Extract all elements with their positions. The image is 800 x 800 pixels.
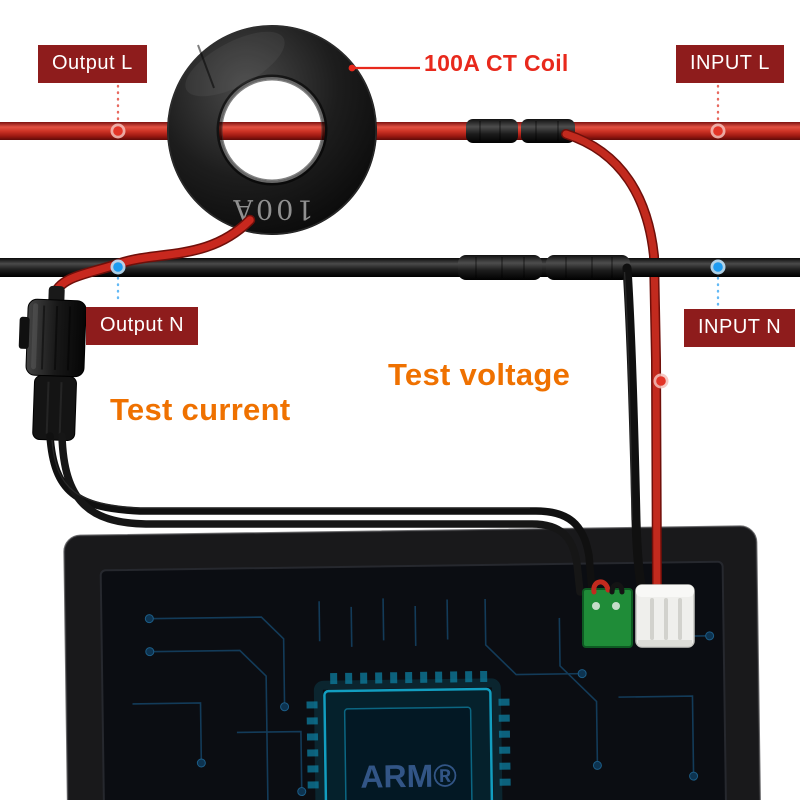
marker-input-l — [710, 123, 726, 139]
coil-split-seam — [197, 44, 215, 89]
meter-wire-terminal — [582, 579, 695, 648]
chip-pins — [306, 670, 511, 789]
label-input-n: INPUT N — [684, 309, 796, 347]
ct-plug-connector — [18, 285, 87, 441]
marker-output-l — [110, 123, 126, 139]
label-output-n: Output N — [86, 307, 199, 345]
voltage-test-wire-red — [561, 129, 662, 595]
marker-input-n — [710, 259, 726, 275]
label-output-l: Output L — [38, 45, 147, 83]
pcb-artwork: ARM® — [132, 598, 715, 800]
terminal-pcb — [582, 588, 633, 648]
coil-marking: 100A — [230, 193, 313, 224]
label-test-voltage: Test voltage — [388, 357, 571, 392]
voltage-test-wire-black — [622, 263, 647, 595]
plug-latch — [18, 316, 30, 349]
live-wire-sleeve — [466, 119, 575, 143]
current-signal-cable — [46, 432, 596, 596]
ct-lead-wire — [48, 214, 256, 302]
neutral-wire-sleeve — [458, 255, 630, 280]
chip-label: ARM® — [360, 757, 457, 794]
callout-markers — [110, 64, 726, 389]
label-test-current: Test current — [110, 392, 291, 427]
arm-chip: ARM® — [306, 670, 511, 800]
marker-test-voltage — [653, 373, 669, 389]
pcb-pads — [144, 614, 715, 797]
label-ct-coil: 100A CT Coil — [424, 50, 569, 76]
label-input-l: INPUT L — [676, 45, 784, 83]
marker-output-n — [110, 259, 126, 275]
